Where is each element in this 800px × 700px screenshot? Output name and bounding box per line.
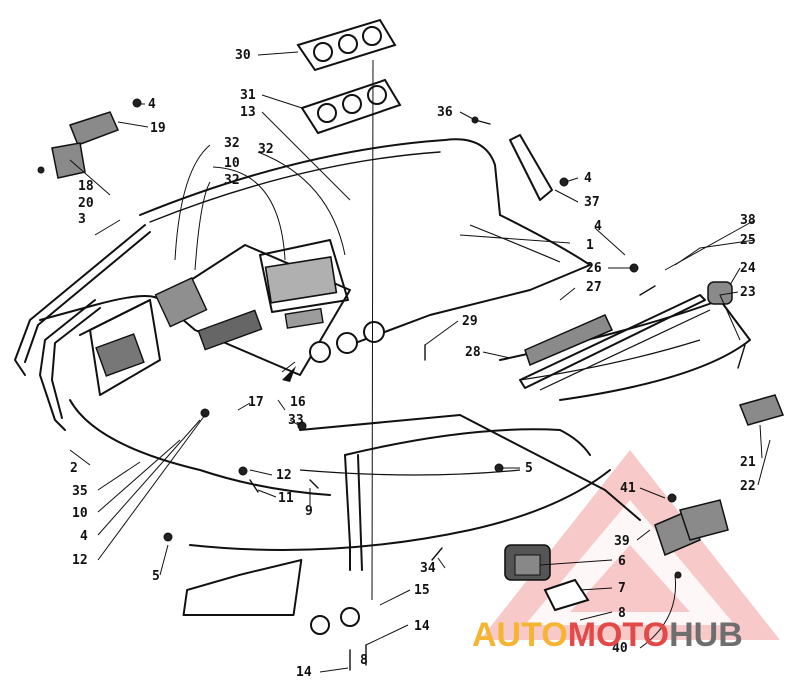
part-label: 20 <box>78 196 94 211</box>
part-label: 10 <box>224 156 240 171</box>
bracket-19 <box>69 98 142 146</box>
part-label: 6 <box>618 554 626 569</box>
leader-lines <box>69 51 771 673</box>
part-label: 27 <box>586 280 602 295</box>
gauge-plate-30 <box>296 18 397 72</box>
part-label: 4 <box>148 97 156 112</box>
watermark-text: AUTOMOTOHUB <box>472 616 743 654</box>
rail-25 <box>519 294 711 391</box>
watermark-auto: AUTO <box>472 616 568 654</box>
part-label: 15 <box>414 583 430 598</box>
gauge-plate-31 <box>300 78 402 135</box>
part-label: 41 <box>620 481 636 496</box>
part-label: 3 <box>78 212 86 227</box>
heater-6 <box>504 544 551 581</box>
part-label: 17 <box>248 395 264 410</box>
part-label: 14 <box>296 665 312 680</box>
hood-assembly <box>39 138 751 635</box>
part-label: 36 <box>437 105 453 120</box>
part-label: 8 <box>360 653 368 668</box>
part-label: 14 <box>414 619 430 634</box>
watermark-moto: MOTO <box>568 616 669 654</box>
watermark-hub: HUB <box>669 616 743 654</box>
part-label: 2 <box>70 461 78 476</box>
part-label: 32 <box>224 136 240 151</box>
bracket-18 <box>37 142 86 179</box>
part-label: 8 <box>618 606 626 621</box>
part-label: 37 <box>584 195 600 210</box>
part-label: 31 <box>240 88 256 103</box>
part-label: 4 <box>584 171 592 186</box>
part-label: 4 <box>80 529 88 544</box>
part-label: 19 <box>150 121 166 136</box>
part-label: 23 <box>740 285 756 300</box>
part-label: 7 <box>618 581 626 596</box>
part-label: 29 <box>462 314 478 329</box>
part-label: 25 <box>740 233 756 248</box>
part-label: 32 <box>258 142 274 157</box>
arrow-marker <box>282 366 296 382</box>
part-label: 5 <box>152 569 160 584</box>
part-label: 34 <box>420 561 436 576</box>
part-label: 5 <box>525 461 533 476</box>
part-label: 30 <box>235 48 251 63</box>
part-label: 28 <box>465 345 481 360</box>
bracket-39 <box>654 499 729 557</box>
part-label: 40 <box>612 641 628 656</box>
part-labels: 30 31 13 4 19 18 20 3 32 10 32 32 36 4 3… <box>70 48 756 680</box>
part-label: 4 <box>594 219 602 234</box>
bracket-27 <box>524 314 614 367</box>
part-label: 16 <box>290 395 306 410</box>
part-label: 35 <box>72 484 88 499</box>
fasteners <box>163 116 746 671</box>
part-label: 18 <box>78 179 94 194</box>
part-label: 22 <box>740 479 756 494</box>
part-label: 21 <box>740 455 756 470</box>
trim-strip <box>14 224 151 431</box>
part-label: 11 <box>278 491 294 506</box>
part-label: 1 <box>586 238 594 253</box>
part-label: 26 <box>586 261 602 276</box>
part-label: 12 <box>72 553 88 568</box>
part-label: 39 <box>614 534 630 549</box>
gasket-7 <box>543 578 590 612</box>
plate-21 <box>738 394 785 426</box>
part-label: 13 <box>240 105 256 120</box>
knob-24 <box>707 281 733 305</box>
part-label: 24 <box>740 261 756 276</box>
part-label: 38 <box>740 213 756 228</box>
part-label: 12 <box>276 468 292 483</box>
strip-37 <box>509 134 553 201</box>
part-label: 10 <box>72 506 88 521</box>
part-label: 32 <box>224 173 240 188</box>
part-label: 9 <box>305 504 313 519</box>
part-label: 33 <box>288 413 304 428</box>
